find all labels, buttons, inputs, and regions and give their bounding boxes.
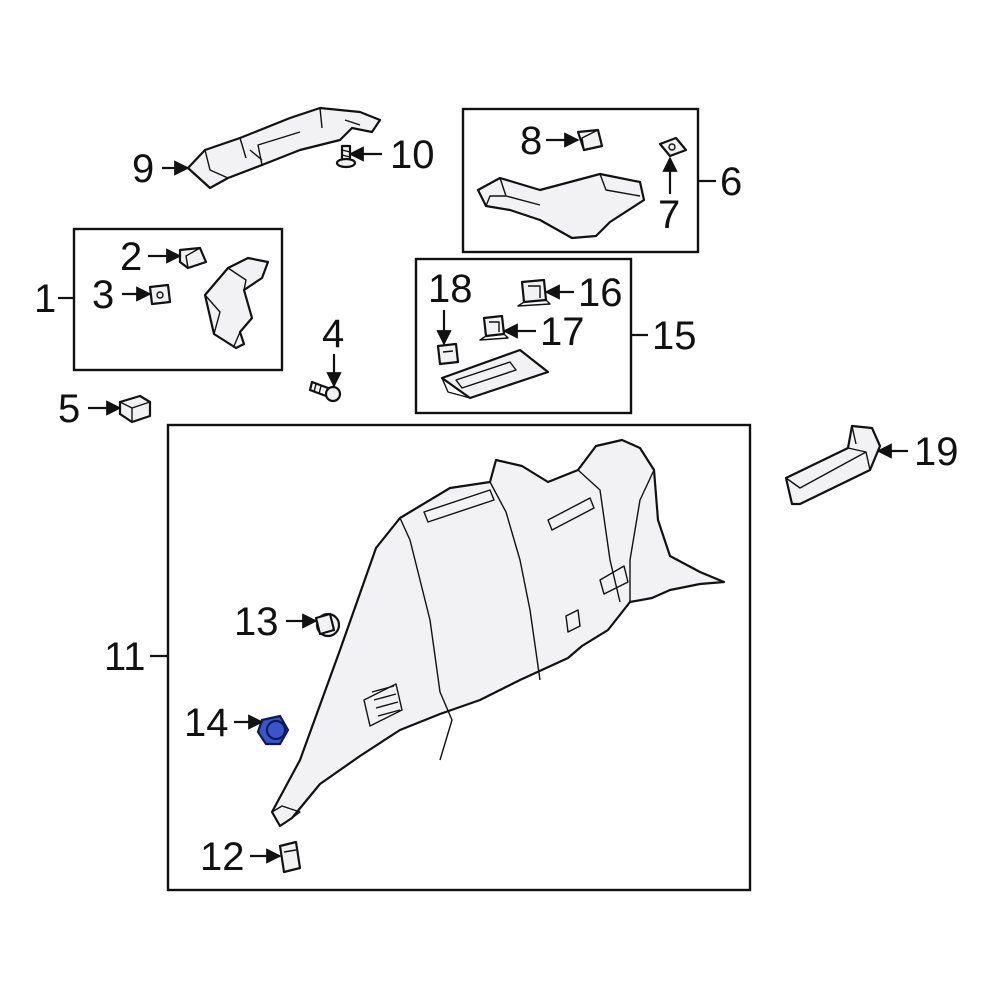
callout-2: 2 [120,235,142,279]
part-1-bracket [203,256,270,350]
callout-19: 19 [914,430,959,474]
part-18-clip [436,342,460,366]
callout-1: 1 [34,277,56,321]
part-13-screw [314,612,341,638]
callout-7: 7 [658,193,680,237]
part-16-clip [517,278,551,307]
callout-18: 18 [428,267,473,311]
part-12-clip [278,840,302,874]
part-4-bolt [308,380,342,403]
part-8-clip [576,128,604,152]
callout-13: 13 [234,600,279,644]
callout-10: 10 [390,133,435,177]
part-6-trim [476,172,646,240]
part-19-trim [784,424,882,506]
callout-16: 16 [578,271,623,315]
part-15-sill [440,348,550,400]
part-3-nut [148,283,172,306]
group-box-1 [72,227,284,372]
callout-3: 3 [92,273,114,317]
callout-15: 15 [652,314,697,358]
callout-14: 14 [184,701,229,745]
callout-8: 8 [520,119,542,163]
leader-lines [58,132,908,864]
part-14-bolt-highlighted [256,714,290,746]
part-10-screw [335,144,357,169]
callout-6: 6 [720,160,742,204]
part-7-clip [658,136,688,158]
callout-17: 17 [540,310,585,354]
part-5-clip [118,394,152,424]
group-box-11 [166,423,752,892]
callout-9: 9 [132,147,154,191]
part-17-clip [479,314,509,341]
callout-5: 5 [58,387,80,431]
part-11-quarter-panel [270,438,726,828]
callout-4: 4 [322,312,344,356]
callout-11: 11 [104,635,146,679]
callout-12: 12 [200,835,245,879]
part-2-clip [178,246,208,270]
part-9-upper-trim [186,106,382,190]
